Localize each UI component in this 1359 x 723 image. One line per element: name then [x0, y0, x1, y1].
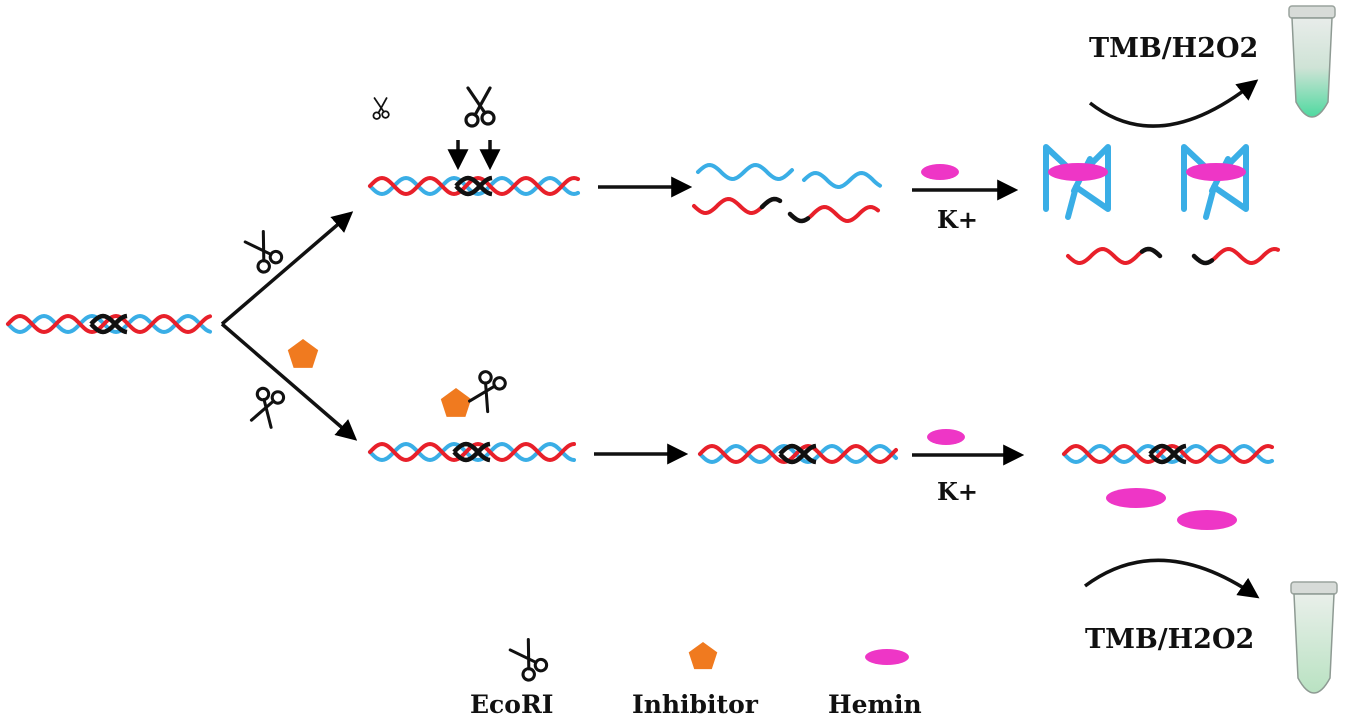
scissors-icon-blocked — [464, 366, 509, 415]
tube-cap — [1290, 581, 1338, 595]
arrow-curved-bottom — [1083, 558, 1260, 599]
hemin-top-reagent — [921, 164, 959, 180]
site-strand-b — [778, 443, 817, 465]
scissors-icon-branch-up — [242, 228, 287, 276]
strand-blue — [698, 443, 898, 465]
reagent-label-top: TMB/H2O2 — [1089, 33, 1258, 64]
reagent-label-bottom: TMB/H2O2 — [1085, 624, 1254, 655]
site-strand-b — [89, 313, 128, 335]
strand-red — [698, 443, 898, 465]
fragment-blue-2 — [802, 170, 882, 190]
fragment-strand — [696, 162, 794, 182]
hemin-free-2 — [1177, 510, 1237, 530]
dna-protected — [368, 441, 576, 463]
scissors-icon-faint — [372, 97, 390, 120]
fragment-strand — [802, 170, 882, 190]
arrow-curved-top — [1088, 79, 1259, 128]
site-strand-a — [778, 443, 817, 465]
g-quadruplex-2 — [1181, 144, 1249, 220]
legend-label-hemin: Hemin — [828, 690, 922, 719]
inhibitor-bound — [440, 388, 472, 417]
hemin-bound — [1186, 163, 1246, 181]
hemin-bound — [1048, 163, 1108, 181]
diagram-shapes — [220, 5, 1338, 694]
scissors-icon-branch-down — [246, 383, 287, 430]
site-strand-a — [452, 441, 491, 463]
site-strand-b — [454, 175, 493, 197]
fragment-red-3 — [1066, 246, 1163, 266]
pentagon-icon — [688, 642, 718, 670]
tube-negative — [1290, 581, 1338, 694]
tube-cap — [1288, 5, 1336, 19]
legend-label-ecori: EcoRI — [470, 690, 553, 719]
hemin-bottom-reagent — [927, 429, 965, 445]
scissors-icon-cut — [464, 86, 496, 128]
hemin-free-1 — [1106, 488, 1166, 508]
site-strand-b — [452, 441, 491, 463]
site-strand-b — [1148, 443, 1187, 465]
site-strand-a — [89, 313, 128, 335]
arrow-branch-down — [220, 322, 358, 441]
site-strand-a — [1148, 443, 1187, 465]
scissors-icon — [507, 636, 552, 684]
fragment-red-4 — [1191, 246, 1280, 266]
dna-helices — [6, 175, 1274, 465]
site-strand-a — [454, 175, 493, 197]
inhibitor-branch — [287, 339, 319, 368]
ellipse-icon — [865, 649, 909, 665]
fragment-site-end — [1191, 253, 1215, 266]
fragment-site-end — [759, 196, 783, 210]
dna-final — [1062, 443, 1274, 465]
potassium-label-top: K+ — [937, 205, 978, 234]
tube-body — [1293, 593, 1335, 694]
fragment-blue-1 — [696, 162, 794, 182]
tube-body — [1291, 17, 1333, 118]
tube-positive — [1288, 5, 1336, 118]
fragment-site-end — [1139, 246, 1163, 259]
dna-intact — [698, 443, 898, 465]
fragment-red-1 — [692, 196, 783, 216]
legend-label-inhibitor: Inhibitor — [632, 690, 759, 719]
dna-substrate — [6, 313, 212, 335]
fragment-site-end — [787, 211, 811, 224]
dna-cleavable — [368, 175, 580, 197]
g-quadruplex-1 — [1043, 144, 1111, 220]
arrow-branch-up — [220, 211, 354, 326]
fragment-red-2 — [787, 204, 880, 224]
potassium-label-bottom: K+ — [937, 477, 978, 506]
